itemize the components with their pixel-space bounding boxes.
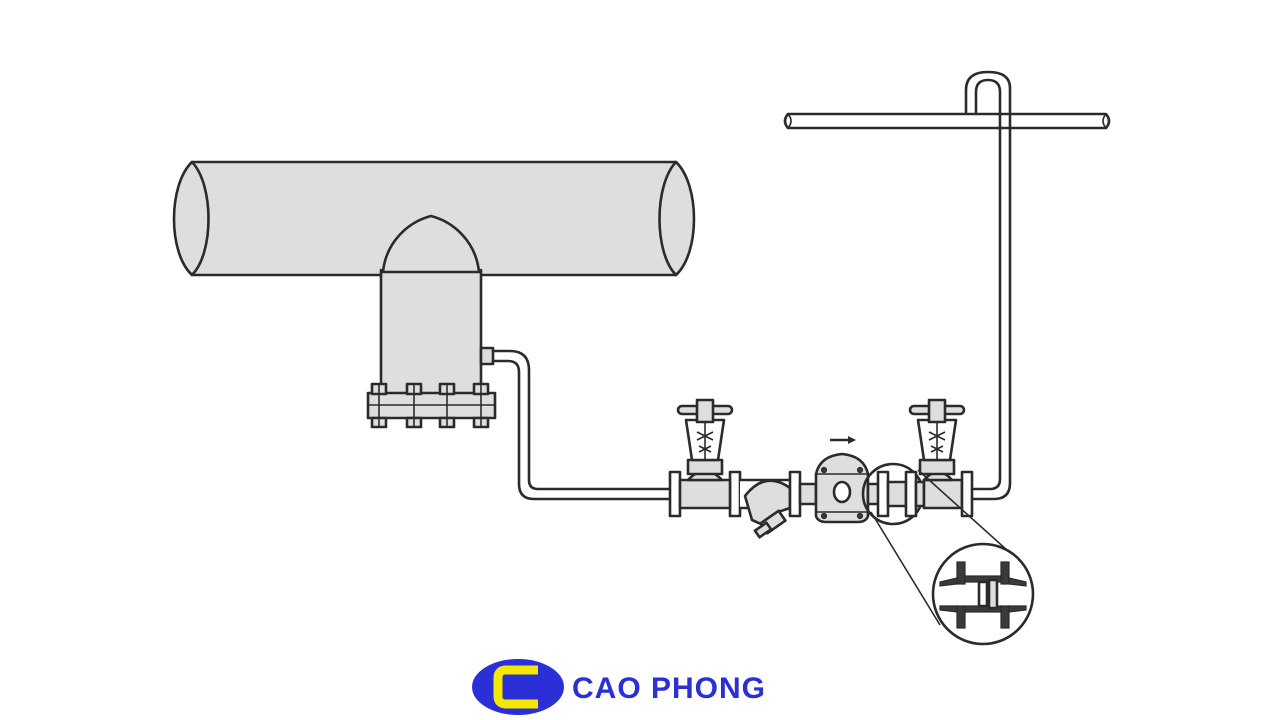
return-line [783, 112, 1111, 130]
logo-c-mark-icon [493, 665, 538, 709]
inlet-globe-valve [668, 398, 742, 518]
flow-direction-arrow [830, 436, 856, 444]
outlet-globe-valve [908, 398, 974, 518]
bolted-blind-flange [366, 382, 497, 429]
condensate-tube [479, 346, 672, 501]
detail-leader-lines [870, 469, 1019, 626]
sight-glass-detail [931, 542, 1035, 646]
brand-logo: CAO PHONG [472, 659, 766, 715]
drip-leg-pocket [379, 214, 483, 394]
brand-name: CAO PHONG [572, 672, 766, 705]
steam-trap [798, 452, 882, 524]
return-riser [964, 70, 1012, 501]
y-strainer [738, 470, 802, 539]
